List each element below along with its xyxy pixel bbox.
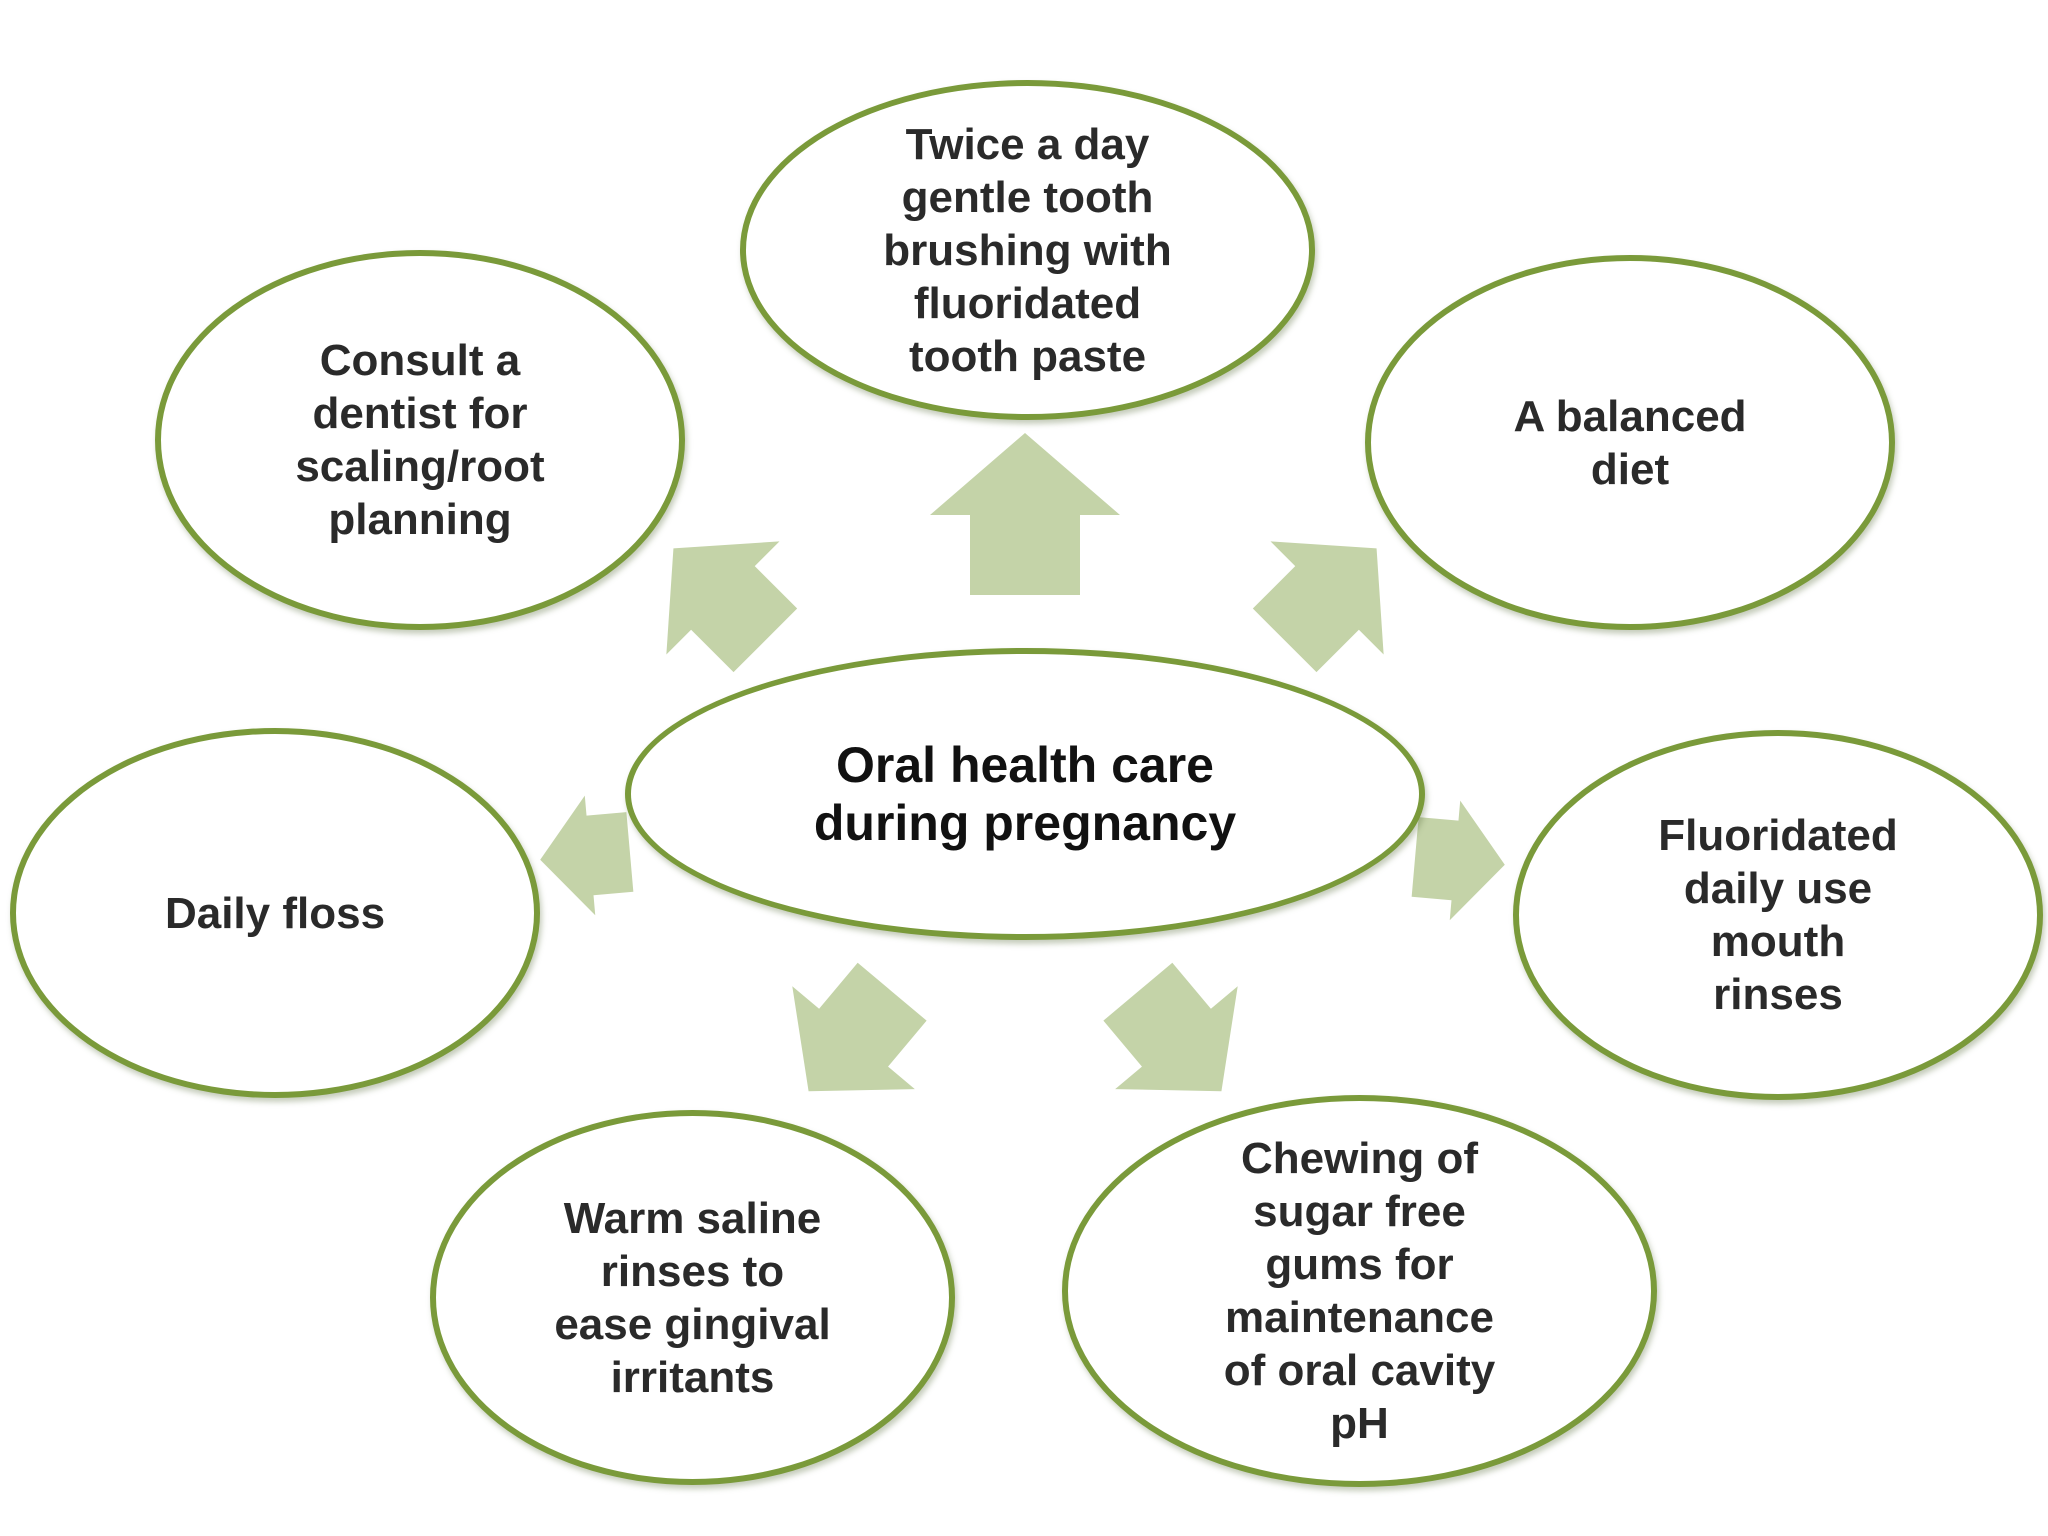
arrow-to-left — [540, 795, 634, 916]
arrow-to-top — [930, 433, 1120, 595]
node-tooth-brushing: Twice a day gentle tooth brushing with f… — [740, 80, 1315, 420]
node-sugar-free-gums: Chewing of sugar free gums for maintenan… — [1062, 1095, 1657, 1487]
node-consult-dentist: Consult a dentist for scaling/root plann… — [155, 250, 685, 630]
node-daily-floss: Daily floss — [10, 728, 540, 1098]
node-saline-rinses-label: Warm saline rinses to ease gingival irri… — [554, 1193, 831, 1402]
arrow-to-bottom-right — [1103, 962, 1238, 1092]
center-label: Oral health care during pregnancy — [813, 737, 1237, 851]
arrow-to-top-left — [666, 541, 798, 673]
arrow-to-bottom-left — [792, 962, 927, 1092]
arrow-to-top-right — [1252, 541, 1384, 673]
node-consult-dentist-label: Consult a dentist for scaling/root plann… — [295, 336, 545, 544]
node-tooth-brushing-label: Twice a day gentle tooth brushing with f… — [883, 119, 1172, 381]
node-mouth-rinses-label: Fluoridated daily use mouth rinses — [1658, 811, 1898, 1019]
node-saline-rinses: Warm saline rinses to ease gingival irri… — [430, 1110, 955, 1485]
node-sugar-free-gums-label: Chewing of sugar free gums for maintenan… — [1223, 1134, 1496, 1448]
node-balanced-diet: A balanced diet — [1365, 255, 1895, 630]
node-balanced-diet-label: A balanced diet — [1513, 391, 1747, 494]
node-daily-floss-label: Daily floss — [164, 888, 386, 938]
arrow-to-right — [1411, 800, 1505, 921]
center-node: Oral health care during pregnancy — [625, 648, 1425, 940]
node-mouth-rinses: Fluoridated daily use mouth rinses — [1513, 730, 2043, 1100]
